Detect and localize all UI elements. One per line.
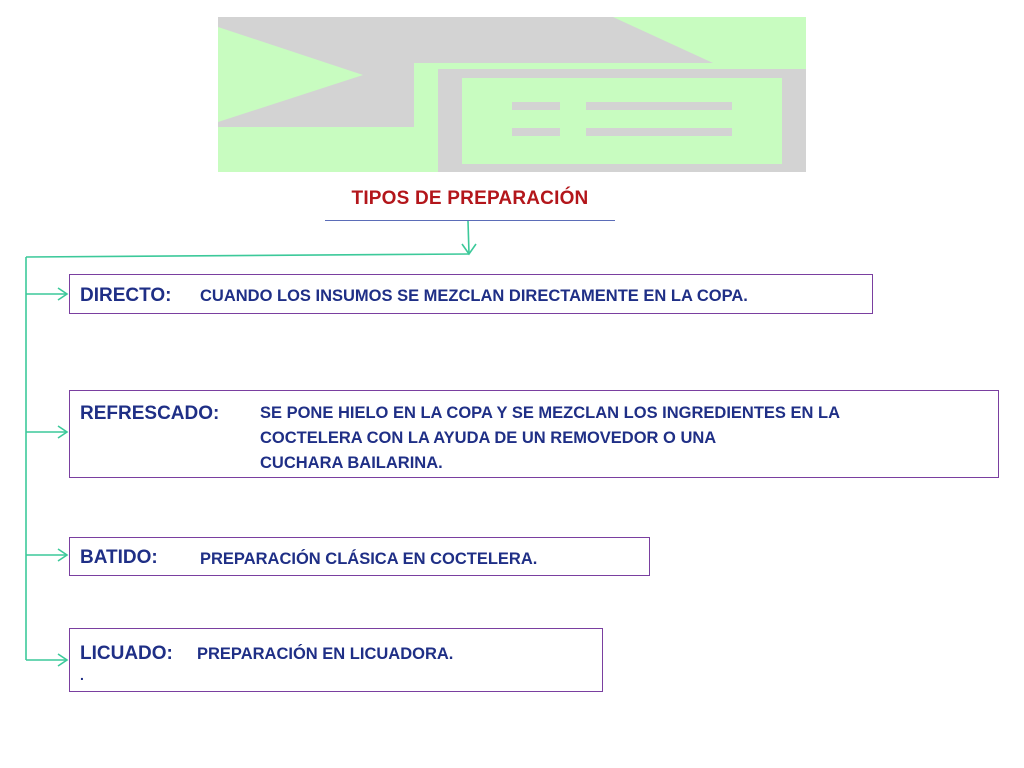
item-label: LICUADO: xyxy=(80,643,173,664)
arrow-right-icon xyxy=(57,548,69,562)
description-line: PREPARACIÓN EN LICUADORA. xyxy=(197,645,454,663)
item-label: REFRESCADO: xyxy=(80,403,220,424)
trailing-dot: . xyxy=(80,667,84,683)
item-description: PREPARACIÓN EN LICUADORA. xyxy=(197,642,453,667)
item-description: SE PONE HIELO EN LA COPA Y SE MEZCLAN LO… xyxy=(260,401,840,476)
description-line: SE PONE HIELO EN LA COPA Y SE MEZCLAN LO… xyxy=(260,404,841,422)
description-line: PREPARACIÓN CLÁSICA EN COCTELERA. xyxy=(200,550,538,568)
arrow-right-icon xyxy=(57,287,69,301)
item-label: BATIDO: xyxy=(80,547,158,568)
item-label: DIRECTO: xyxy=(80,285,172,306)
logo-graphic xyxy=(218,17,806,172)
diagram-title: TIPOS DE PREPARACIÓN xyxy=(351,188,589,209)
title-underline xyxy=(325,220,615,221)
preparation-box-directo: DIRECTO: CUANDO LOS INSUMOS SE MEZCLAN D… xyxy=(69,274,873,314)
arrow-right-icon xyxy=(57,653,69,667)
description-line: CUCHARA BAILARINA. xyxy=(260,454,443,472)
item-description: PREPARACIÓN CLÁSICA EN COCTELERA. xyxy=(200,547,537,572)
preparation-box-batido: BATIDO: PREPARACIÓN CLÁSICA EN COCTELERA… xyxy=(69,537,650,576)
preparation-box-refrescado: REFRESCADO: SE PONE HIELO EN LA COPA Y S… xyxy=(69,390,999,478)
description-line: COCTELERA CON LA AYUDA DE UN REMOVEDOR O… xyxy=(260,429,717,447)
description-line: CUANDO LOS INSUMOS SE MEZCLAN DIRECTAMEN… xyxy=(200,287,748,305)
item-description: CUANDO LOS INSUMOS SE MEZCLAN DIRECTAMEN… xyxy=(200,284,748,309)
arrow-right-icon xyxy=(57,425,69,439)
preparation-box-licuado: LICUADO: PREPARACIÓN EN LICUADORA. . xyxy=(69,628,603,692)
